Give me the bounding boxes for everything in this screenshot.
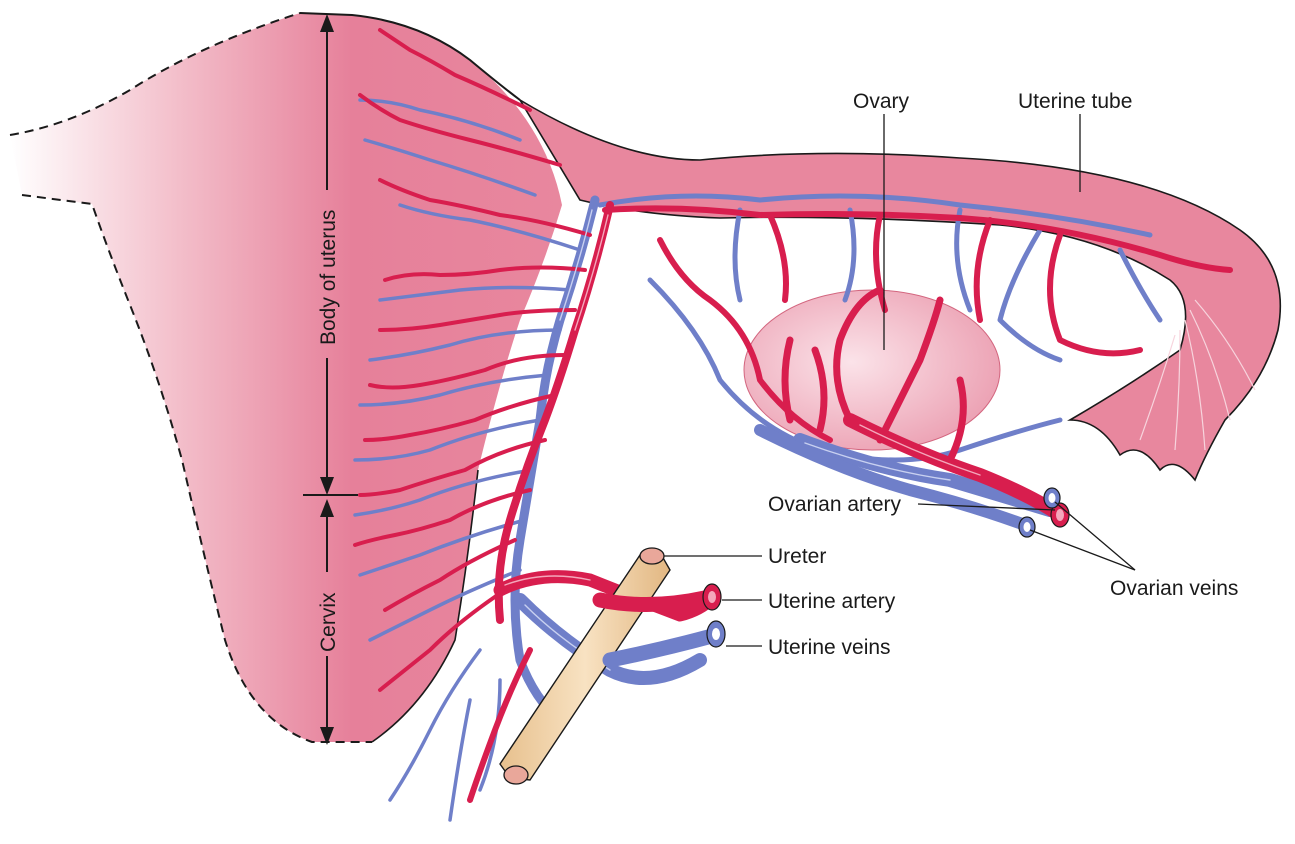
label-ovarian-artery: Ovarian artery [768,493,902,516]
dimension-markers [303,14,358,745]
ovary [743,289,1001,451]
artery-highlights [504,214,981,586]
label-ureter: Ureter [768,545,826,568]
uterus-outline-dashed [9,12,301,136]
uterus-body [10,13,562,742]
ovarian-artery-leader [917,503,1056,511]
leader-lines [664,114,1136,647]
ureter-top-end [639,547,665,565]
ovarian-vein-second [754,424,1031,531]
arrow-head-top [320,14,334,32]
tubal-arteries [602,205,1233,443]
label-ovary: Ovary [853,90,910,113]
fimbriae-strands [1139,299,1256,451]
uterine-vessel-ends [592,583,726,668]
ovarian-branches [781,286,967,464]
label-body-of-uterus: Body of uterus [317,210,340,345]
arrow-head-body-bottom [320,477,334,495]
label-ovarian-veins: Ovarian veins [1110,577,1238,600]
veins [353,98,1163,822]
arrow-head-bottom [320,727,334,745]
vein-branches-uterus [353,98,582,642]
arrow-head-cervix-top [320,499,334,517]
artery-branches-uterus [353,28,592,692]
uterus [9,12,562,743]
ureter-bottom-end [503,765,529,785]
uterine-vein-cross [602,628,720,668]
label-uterine-tube: Uterine tube [1018,90,1132,113]
ovarian-veins-leader-2 [1029,529,1136,571]
uterine-artery-cross [592,590,713,613]
label-uterine-artery: Uterine artery [768,590,896,613]
label-uterine-veins: Uterine veins [768,636,891,659]
uterus-outline-cervix [371,469,479,743]
uterus-outline-solid [299,12,521,101]
uterus-outline-dashed-lower [21,194,372,743]
label-cervix: Cervix [317,592,340,652]
ovarian-veins-leader-1 [1054,501,1136,571]
uterine-artery-descending [467,647,533,803]
labels: Ovary Uterine tube Body of uterus Cervix… [317,90,1238,659]
